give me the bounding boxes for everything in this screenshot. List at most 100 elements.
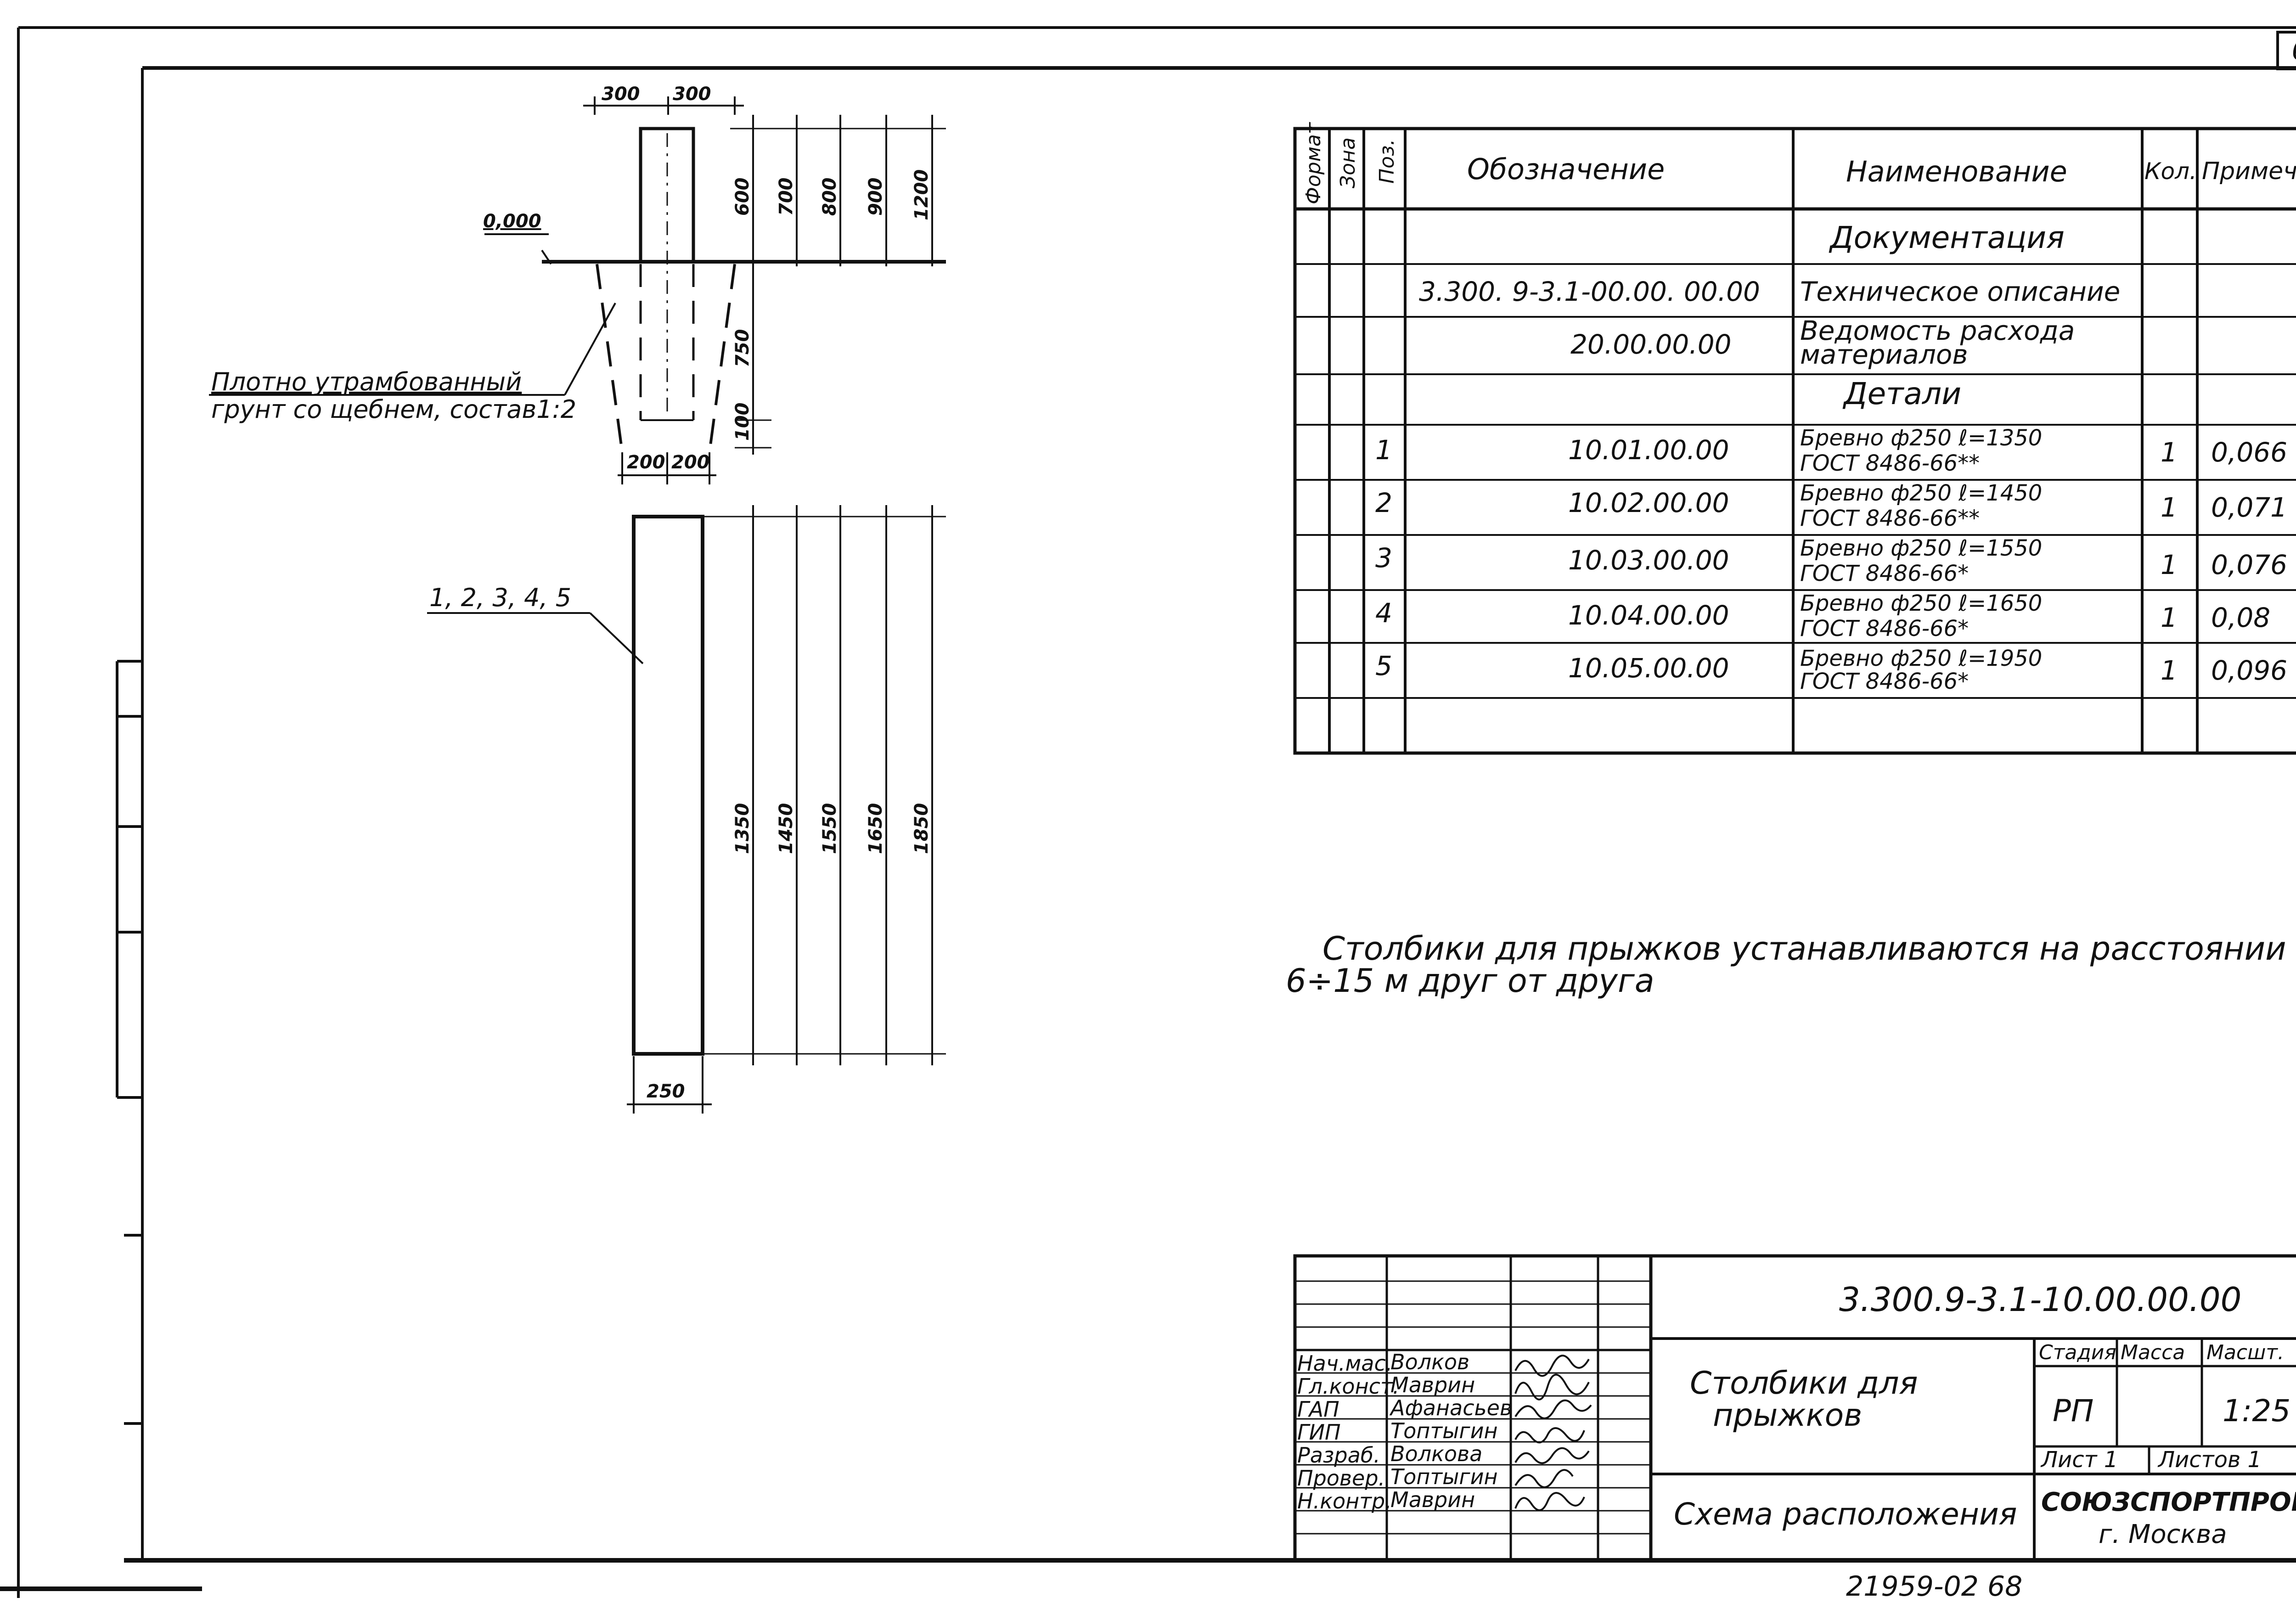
length-dim-1350: 1350 [732, 803, 753, 854]
detail-row: 3 10.03.00.00 Бревно ф250 ℓ=1550 ГОСТ 84… [1375, 535, 2287, 586]
staff-role: ГИП [1297, 1420, 1341, 1445]
staff-list: Нач.мас. Волков Гл.конст. Маврин ГАП Афа… [1297, 1350, 1512, 1513]
detail-5-name1: Бревно ф250 ℓ=1950 [1800, 646, 2042, 671]
detail-2-name1: Бревно ф250 ℓ=1450 [1800, 480, 2042, 506]
sheet-count: Листов 1 [2157, 1447, 2262, 1473]
detail-1-designation: 10.01.00.00 [1568, 434, 1729, 466]
detail-3-qty: 1 [2161, 549, 2178, 580]
staff-role: Разраб. [1297, 1443, 1380, 1468]
placement-note-line1: Столбики для прыжков устанавливаются на … [1322, 930, 2286, 968]
staff-role: Н.контр. [1297, 1489, 1392, 1513]
detail-2-pos: 2 [1375, 487, 1392, 518]
top-dim-right: 300 [673, 84, 711, 105]
detail-5-pos: 5 [1375, 650, 1392, 681]
staff-name: Топтыгин [1390, 1464, 1498, 1489]
staff-role: Гл.конст. [1297, 1374, 1399, 1399]
length-dim-1450: 1450 [776, 803, 797, 854]
detail-4-pos: 4 [1375, 597, 1392, 629]
bottom-dim-left: 200 [627, 452, 665, 473]
detail-5-qty: 1 [2161, 655, 2178, 686]
detail-1-qty: 1 [2161, 437, 2178, 468]
archive-number: 21959-02 68 [1846, 1570, 2022, 1603]
height-dim-1200: 1200 [911, 169, 932, 220]
height-dim-800: 800 [819, 178, 840, 216]
col-header-note: Примеч. [2202, 158, 2296, 185]
doc-row-2-designation: 20.00.00.00 [1570, 329, 1732, 360]
detail-5-name2: ГОСТ 8486-66* [1800, 669, 1969, 694]
staff-name: Афанасьев [1389, 1395, 1512, 1420]
detail-3-name2: ГОСТ 8486-66* [1800, 561, 1969, 586]
detail-1-note: 0,066 [2211, 437, 2287, 468]
doc-row-1-name: Техническое описание [1800, 276, 2120, 307]
detail-2-name2: ГОСТ 8486-66** [1800, 506, 1980, 531]
title-block [1293, 1254, 2296, 1562]
title-line1: Столбики для [1690, 1365, 1918, 1401]
organization-name: СОЮЗСПОРТПРОЕКТ [2041, 1487, 2296, 1517]
height-dim-900: 900 [865, 178, 886, 216]
doc-row-1-designation: 3.300. 9-3.1-00.00. 00.00 [1419, 276, 1760, 307]
staff-name: Маврин [1390, 1487, 1475, 1512]
sheet-number: Лист 1 [2040, 1447, 2118, 1473]
organization-city: г. Москва [2099, 1519, 2227, 1549]
page-number: 67 [2291, 34, 2296, 67]
detail-1-name2: ГОСТ 8486-66** [1800, 450, 1980, 476]
detail-row: 2 10.02.00.00 Бревно ф250 ℓ=1450 ГОСТ 84… [1375, 480, 2287, 531]
signatures [1514, 1355, 1592, 1511]
section-documents: Документация [1829, 220, 2065, 255]
soil-note-line2: грунт со щебнем, состав1:2 [211, 395, 576, 424]
spec-table [1293, 127, 2296, 755]
detail-3-note: 0,076 [2211, 549, 2287, 580]
staff-role: Провер. [1297, 1466, 1385, 1491]
pit-dim-750: 750 [732, 329, 753, 368]
placement-note-line2: 6÷15 м друг от друга [1286, 962, 1654, 1000]
detail-2-designation: 10.02.00.00 [1568, 487, 1729, 518]
col-header-qty: Кол. [2144, 158, 2197, 185]
pit-dim-100: 100 [732, 403, 753, 441]
height-dim-700: 700 [776, 178, 797, 216]
positions-callout: 1, 2, 3, 4, 5 [429, 583, 571, 612]
pit-detail [209, 96, 946, 484]
col-header-format: Формат [1302, 122, 1325, 204]
col-header-name: Наименование [1846, 155, 2067, 188]
detail-4-name1: Бревно ф250 ℓ=1650 [1800, 591, 2042, 616]
height-dim-600: 600 [732, 178, 753, 216]
detail-row: 4 10.04.00.00 Бревно ф250 ℓ=1650 ГОСТ 84… [1375, 591, 2270, 641]
staff-role: Нач.мас. [1297, 1351, 1392, 1376]
col-header-pos: Поз. [1375, 139, 1399, 184]
col-header-zone: Зона [1336, 137, 1360, 188]
detail-row: 1 10.01.00.00 Бревно ф250 ℓ=1350 ГОСТ 84… [1375, 425, 2287, 476]
scale-value: 1:25 [2223, 1393, 2290, 1429]
stage-label: Стадия [2039, 1341, 2116, 1364]
detail-4-qty: 1 [2161, 602, 2178, 633]
doc-row-2-name1: Ведомость расхода [1800, 315, 2075, 346]
detail-2-qty: 1 [2161, 492, 2178, 523]
detail-2-note: 0,071 [2211, 492, 2287, 523]
detail-3-pos: 3 [1375, 542, 1392, 574]
ground-level-mark: 0,000 [483, 211, 541, 232]
detail-4-name2: ГОСТ 8486-66* [1800, 616, 1969, 641]
staff-name: Волков [1390, 1350, 1469, 1374]
length-dim-1550: 1550 [819, 803, 840, 854]
title-line2: прыжков [1713, 1397, 1862, 1434]
doc-code: 3.300.9-3.1-10.00.00.00 [1839, 1280, 2241, 1319]
length-dim-1650: 1650 [865, 803, 886, 854]
staff-role: ГАП [1297, 1397, 1339, 1422]
doc-row-2-name2: материалов [1800, 339, 1968, 370]
mass-label: Масса [2121, 1341, 2185, 1364]
stage-value: РП [2053, 1393, 2093, 1429]
detail-4-designation: 10.04.00.00 [1568, 600, 1729, 631]
length-dim-1850: 1850 [911, 803, 932, 854]
scale-label: Масшт. [2206, 1341, 2284, 1364]
post-elevation [427, 505, 946, 1114]
detail-4-note: 0,08 [2211, 602, 2270, 633]
detail-3-designation: 10.03.00.00 [1568, 545, 1729, 576]
section-details: Детали [1842, 376, 1961, 411]
detail-1-pos: 1 [1375, 434, 1392, 466]
staff-name: Маврин [1390, 1373, 1475, 1397]
col-header-designation: Обозначение [1467, 152, 1665, 186]
bottom-dim-right: 200 [671, 452, 710, 473]
staff-name: Волкова [1390, 1441, 1482, 1466]
soil-note-line1: Плотно утрамбованный [211, 367, 522, 396]
staff-name: Топтыгин [1390, 1418, 1498, 1443]
